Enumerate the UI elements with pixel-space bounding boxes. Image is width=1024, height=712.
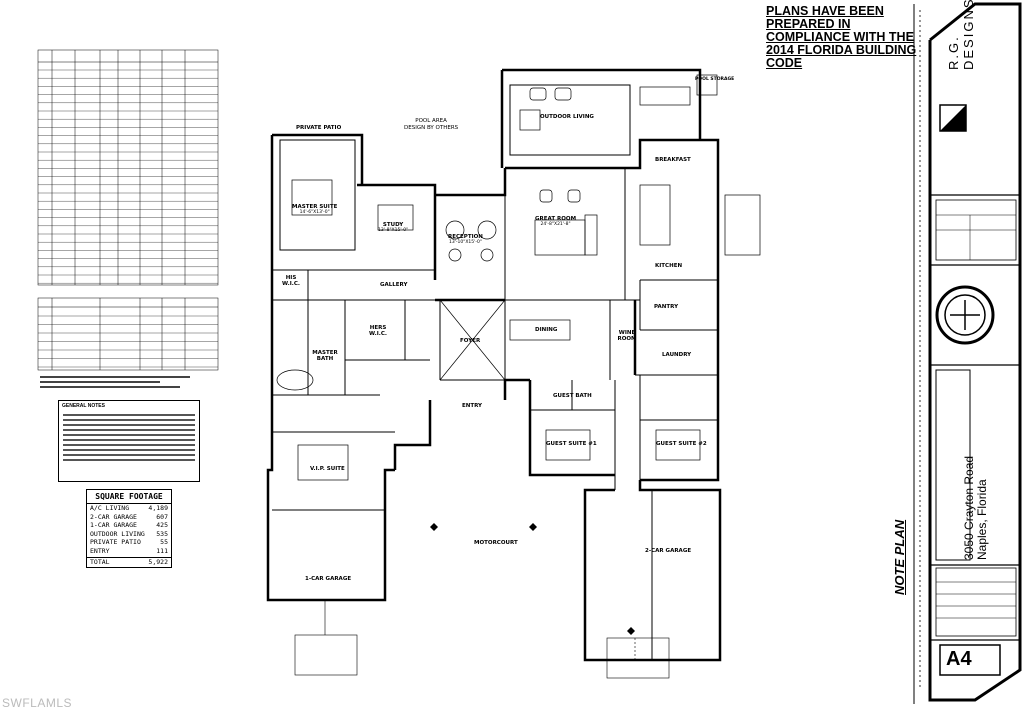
furniture-fixtures — [276, 74, 761, 481]
interior-walls — [272, 84, 718, 660]
door-schedule-table — [37, 297, 219, 371]
room-pantry: PANTRY — [654, 304, 679, 310]
window-schedule-table — [37, 49, 219, 286]
exterior-walls — [266, 68, 722, 662]
sheet-number: A4 — [946, 648, 972, 670]
address-line-2: Naples, Florida — [975, 479, 989, 560]
north-markers — [430, 523, 635, 635]
room-guest-suite-1: GUEST SUITE #1 — [546, 441, 597, 447]
room-private-patio: PRIVATE PATIO — [296, 125, 342, 131]
room-kitchen: KITCHEN — [655, 263, 683, 269]
room-entry: ENTRY — [462, 403, 483, 409]
code-compliance-note: PLANS HAVE BEEN PREPARED IN COMPLIANCE W… — [766, 4, 917, 70]
firm-logo — [939, 104, 967, 132]
room-2-car-garage: 2-CAR GARAGE — [645, 548, 692, 554]
room-guest-suite-2: GUEST SUITE #2 — [656, 441, 707, 447]
mls-watermark: SWFLAMLS — [2, 696, 73, 710]
room-laundry: LAUNDRY — [662, 352, 692, 358]
motorcourt-label: MOTORCOURT — [474, 540, 518, 546]
calculation-callouts — [294, 600, 670, 679]
room-master-bath: MASTER BATH — [312, 350, 338, 362]
room-dining: DINING — [535, 327, 558, 333]
room-guest-bath: GUEST BATH — [553, 393, 592, 399]
room-foyer: FOYER — [460, 338, 481, 344]
room-outdoor-living: OUTDOOR LIVING — [540, 114, 594, 120]
general-notes-title: GENERAL NOTES — [62, 403, 105, 409]
door-schedule-rows — [38, 315, 218, 368]
room-wine: WINE ROOM — [617, 330, 637, 342]
room-hers-wic: HERS W.I.C. — [369, 325, 387, 337]
room-gallery: GALLERY — [380, 282, 408, 288]
pool-area-note: POOL AREA DESIGN BY OTHERS — [404, 118, 459, 131]
firm-name: R.G. DESIGNS — [946, 0, 976, 70]
room-vip-suite: V.I.P. SUITE — [310, 466, 345, 472]
square-footage-title: SQUARE FOOTAGE — [87, 490, 171, 504]
schedule-footnotes — [40, 376, 190, 388]
sheet-title: NOTE PLAN — [892, 519, 907, 595]
project-address: 3050 Crayton Road Naples, Florida — [960, 400, 1000, 560]
room-1-car-garage: 1-CAR GARAGE — [305, 576, 352, 582]
room-his-wic: HIS W.I.C. — [282, 275, 300, 287]
general-notes-box: GENERAL NOTES — [58, 400, 200, 482]
room-breakfast: BREAKFAST — [655, 157, 691, 163]
window-schedule-rows — [38, 69, 218, 284]
room-pool-storage: POOL STORAGE — [695, 77, 735, 82]
